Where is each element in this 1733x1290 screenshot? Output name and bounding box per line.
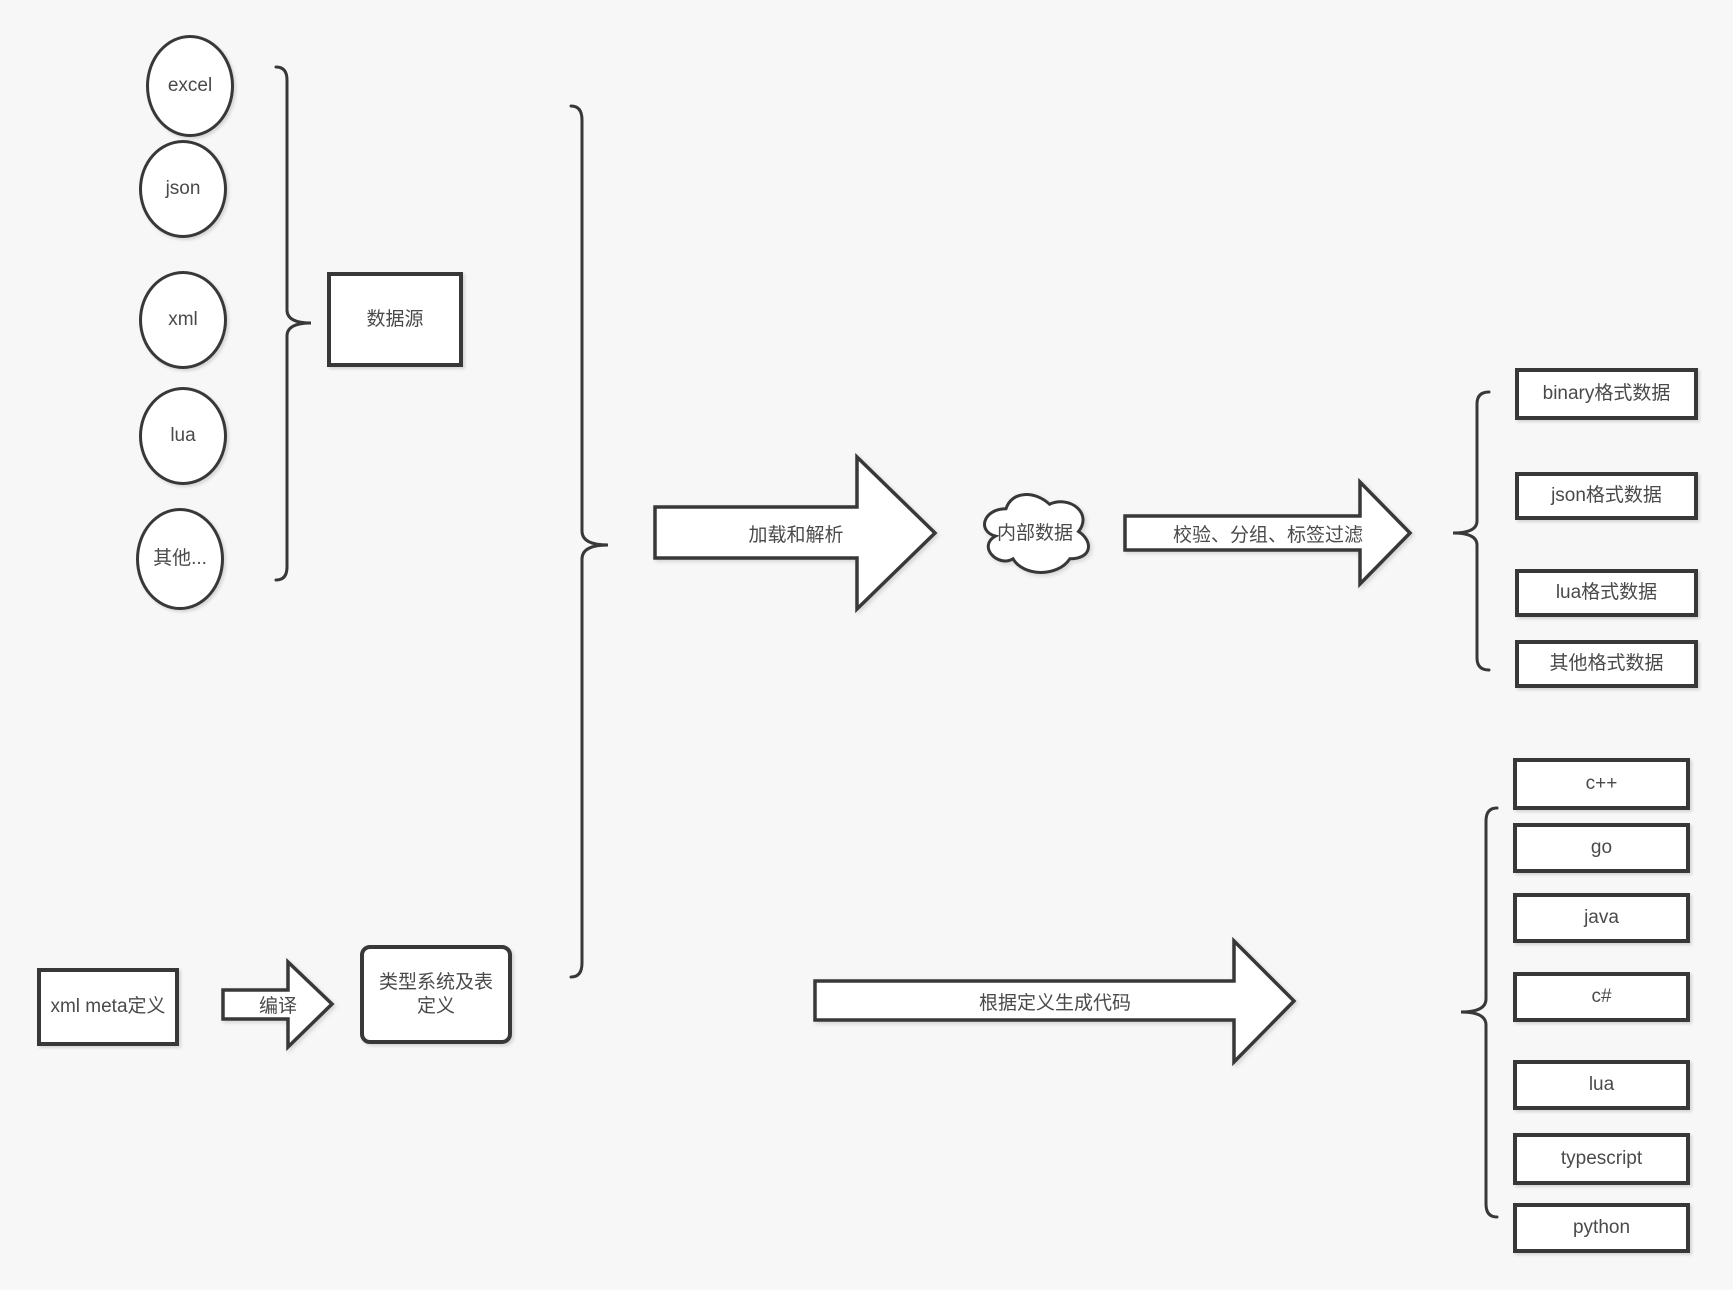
- output-box-binary: binary格式数据: [1515, 368, 1698, 420]
- compile-arrow-label: 编译: [258, 995, 297, 1017]
- lang-box-python-label: python: [1572, 1217, 1631, 1239]
- data-source-box: 数据源: [327, 272, 463, 367]
- load-parse-arrow-label: 加载和解析: [748, 524, 844, 546]
- lang-box-csharp: c#: [1513, 972, 1690, 1022]
- lang-box-java-label: java: [1584, 907, 1619, 929]
- lang-box-csharp-label: c#: [1591, 986, 1612, 1008]
- data-source-box-label: 数据源: [366, 308, 424, 330]
- xml-meta-box: xml meta定义: [37, 968, 179, 1046]
- type-system-box: 类型系统及表定义: [360, 945, 512, 1044]
- languages-curly-brace: [1452, 798, 1502, 1226]
- output-box-json: json格式数据: [1515, 472, 1698, 520]
- lang-box-typescript: typescript: [1513, 1133, 1690, 1185]
- source-node-json-label: json: [165, 178, 201, 200]
- source-node-excel-label: excel: [167, 75, 213, 97]
- lang-box-go: go: [1513, 823, 1690, 873]
- validate-filter-arrow: 校验、分组、标签过滤: [1120, 477, 1416, 590]
- output-box-json-label: json格式数据: [1551, 485, 1662, 507]
- validate-filter-arrow-label: 校验、分组、标签过滤: [1172, 525, 1363, 546]
- input-group-curly-brace: [560, 96, 615, 986]
- lang-box-go-label: go: [1590, 837, 1613, 859]
- output-box-others: 其他格式数据: [1515, 640, 1698, 688]
- sources-curly-brace: [267, 57, 317, 587]
- codegen-arrow: 根据定义生成代码: [810, 936, 1300, 1067]
- load-parse-arrow: 加载和解析: [650, 452, 942, 614]
- output-box-lua-label: lua格式数据: [1555, 582, 1658, 604]
- xml-meta-box-label: xml meta定义: [50, 996, 166, 1018]
- source-node-excel: excel: [146, 35, 234, 137]
- source-node-lua-label: lua: [170, 425, 196, 447]
- source-node-json: json: [139, 140, 227, 238]
- lang-box-lua-label: lua: [1588, 1074, 1615, 1096]
- output-formats-curly-brace: [1445, 382, 1495, 678]
- internal-data-cloud-label: 内部数据: [996, 523, 1073, 544]
- compile-arrow: 编译: [218, 957, 338, 1052]
- lang-box-cpp-label: c++: [1585, 773, 1618, 795]
- source-node-xml: xml: [139, 271, 227, 369]
- output-box-others-label: 其他格式数据: [1549, 653, 1664, 675]
- source-node-others-label: 其他...: [153, 548, 207, 570]
- source-node-xml-label: xml: [168, 309, 198, 331]
- source-node-others: 其他...: [136, 508, 224, 610]
- lang-box-cpp: c++: [1513, 758, 1690, 810]
- lang-box-java: java: [1513, 893, 1690, 943]
- type-system-box-label: 类型系统及表定义: [378, 971, 493, 1017]
- output-box-lua: lua格式数据: [1515, 569, 1698, 617]
- lang-box-python: python: [1513, 1203, 1690, 1253]
- codegen-arrow-label: 根据定义生成代码: [978, 993, 1131, 1014]
- lang-box-typescript-label: typescript: [1560, 1148, 1643, 1170]
- internal-data-cloud: 内部数据: [974, 483, 1096, 580]
- lang-box-lua: lua: [1513, 1060, 1690, 1110]
- output-box-binary-label: binary格式数据: [1542, 383, 1671, 405]
- source-node-lua: lua: [139, 387, 227, 485]
